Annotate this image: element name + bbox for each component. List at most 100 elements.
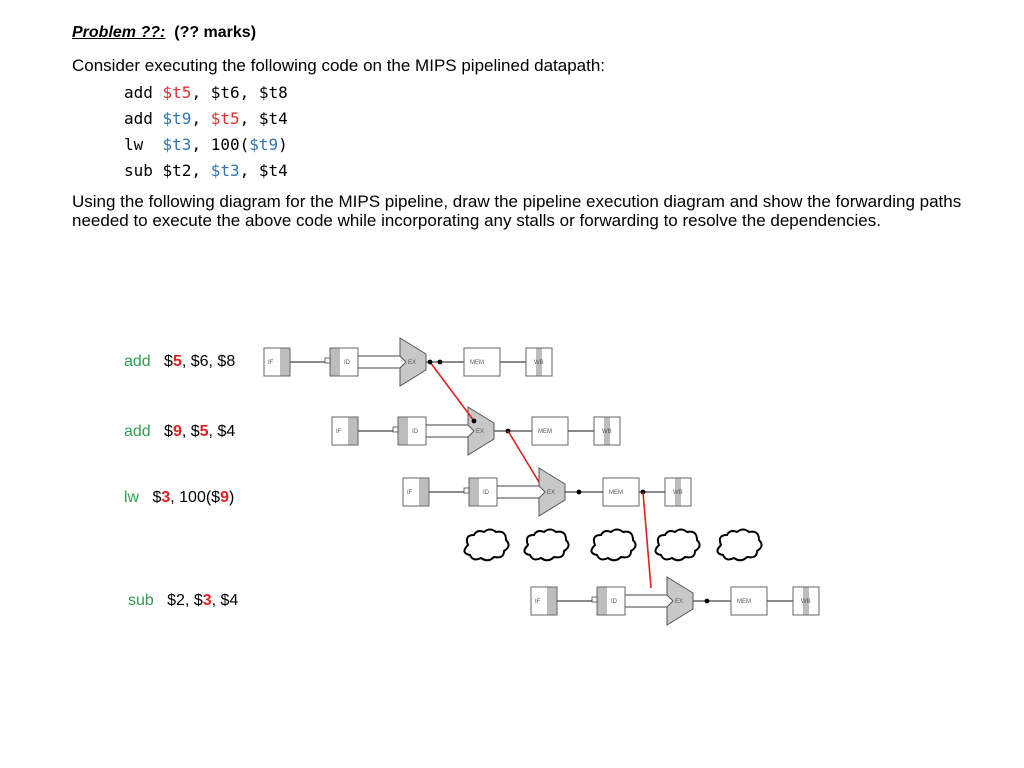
- code-operand: $t2,: [162, 161, 211, 180]
- instruction-operand: , $: [181, 423, 200, 440]
- stall-bubble-icon: [654, 528, 701, 562]
- stage-label: IF: [336, 429, 342, 435]
- instruction-opcode: add: [124, 423, 165, 440]
- instruction-opcode: add: [124, 353, 165, 370]
- if-shade: [280, 348, 290, 376]
- description-text: Using the following diagram for the MIPS…: [72, 192, 962, 230]
- alu-ex-stage: [666, 576, 694, 626]
- stage-label: ID: [483, 490, 490, 496]
- mem-stage: [730, 586, 768, 616]
- mem-stage: [463, 347, 501, 377]
- stage-label: ID: [412, 429, 419, 435]
- code-opcode: add: [124, 83, 163, 102]
- alu-ex-stage: [399, 337, 427, 387]
- id-shade: [398, 417, 408, 445]
- stall-bubble-icon: [590, 528, 637, 562]
- if-shade: [419, 478, 429, 506]
- alu-ex-stage: [538, 467, 566, 517]
- code-operand: , $t4: [239, 109, 288, 128]
- forward-point: [704, 598, 710, 604]
- code-operand: , 100(: [191, 135, 250, 154]
- instruction-operand: $: [164, 353, 173, 370]
- forward-path: [429, 361, 475, 422]
- code-opcode: sub: [124, 161, 163, 180]
- forward-point: [576, 489, 582, 495]
- code-opcode: lw: [124, 135, 163, 154]
- forward-point: [471, 418, 477, 424]
- stage-label: EX: [675, 599, 683, 605]
- problem-marks: (?? marks): [174, 24, 257, 41]
- instruction-label: add $9, $5, $4: [124, 423, 235, 441]
- forward-point: [427, 359, 433, 365]
- wb-border: [792, 586, 820, 616]
- code-operand: $t5: [162, 83, 192, 102]
- instruction-operand: , $4: [211, 592, 239, 609]
- instruction-operand: 5: [172, 353, 182, 370]
- instruction-label: lw $3, 100($9): [124, 489, 234, 507]
- instruction-operand: $: [164, 423, 173, 440]
- wb-shade: [536, 348, 542, 376]
- stage-label: IF: [535, 599, 541, 605]
- code-line: add $t5, $t6, $t8: [124, 80, 992, 106]
- stage-label: IF: [268, 360, 274, 366]
- if-shade: [547, 587, 557, 615]
- instruction-label: sub $2, $3, $4: [128, 592, 238, 610]
- register-notch: [591, 596, 598, 603]
- instruction-operand: 9: [172, 423, 182, 440]
- stage-label: MEM: [470, 360, 484, 366]
- stage-label: MEM: [737, 599, 751, 605]
- intro-text: Consider executing the following code on…: [72, 56, 606, 75]
- code-operand: ,: [191, 109, 211, 128]
- instruction-opcode: sub: [128, 592, 168, 609]
- problem-text: Problem ??: (?? marks) Consider executin…: [72, 24, 992, 230]
- code-line: add $t9, $t5, $t4: [124, 106, 992, 132]
- code-line: lw $t3, 100($t9): [124, 132, 992, 158]
- wb-border: [525, 347, 553, 377]
- stage-label: ID: [344, 360, 351, 366]
- id-shade: [469, 478, 479, 506]
- code-operand: , $t4: [239, 161, 288, 180]
- stage-label: EX: [547, 490, 555, 496]
- register-notch: [324, 357, 331, 364]
- id-shade: [330, 348, 340, 376]
- stage-label: IF: [407, 490, 413, 496]
- instruction-operand: , $4: [208, 423, 236, 440]
- stage-label: EX: [476, 429, 484, 435]
- instruction-operand: , $6, $8: [181, 353, 236, 370]
- register-notch: [392, 426, 399, 433]
- code-operand: $t3: [210, 161, 240, 180]
- forward-path: [642, 491, 652, 589]
- code-line: sub $t2, $t3, $t4: [124, 158, 992, 184]
- id-shade: [597, 587, 607, 615]
- wb-shade: [675, 478, 681, 506]
- stage-label: WB: [602, 429, 612, 435]
- if-shade: [348, 417, 358, 445]
- wb-shade: [803, 587, 809, 615]
- stall-bubble-icon: [523, 528, 570, 562]
- instruction-operand: $2, $: [167, 592, 203, 609]
- stage-label: WB: [673, 490, 683, 496]
- stall-bubble-icon: [716, 528, 763, 562]
- stage-label: EX: [408, 360, 416, 366]
- code-operand: $t5: [210, 109, 240, 128]
- instruction-operand: , 100($: [170, 489, 221, 506]
- instruction-operand: 9: [220, 489, 229, 506]
- stage-label: WB: [534, 360, 544, 366]
- stall-bubble-icon: [463, 528, 510, 562]
- code-opcode: add: [124, 109, 163, 128]
- code-operand: ): [278, 135, 288, 154]
- stage-label: MEM: [538, 429, 552, 435]
- code-operand: $t9: [162, 109, 192, 128]
- wb-border: [593, 416, 621, 446]
- problem-title: Problem ??:: [72, 24, 166, 41]
- code-operand: $t3: [162, 135, 192, 154]
- forward-point: [437, 359, 443, 365]
- instruction-operand: 3: [161, 489, 171, 506]
- instruction-label: add $5, $6, $8: [124, 353, 235, 371]
- stage-label: MEM: [609, 490, 623, 496]
- stage-label: ID: [611, 599, 618, 605]
- problem-header: Problem ??: (?? marks): [72, 24, 992, 42]
- mem-stage: [531, 416, 569, 446]
- register-notch: [463, 487, 470, 494]
